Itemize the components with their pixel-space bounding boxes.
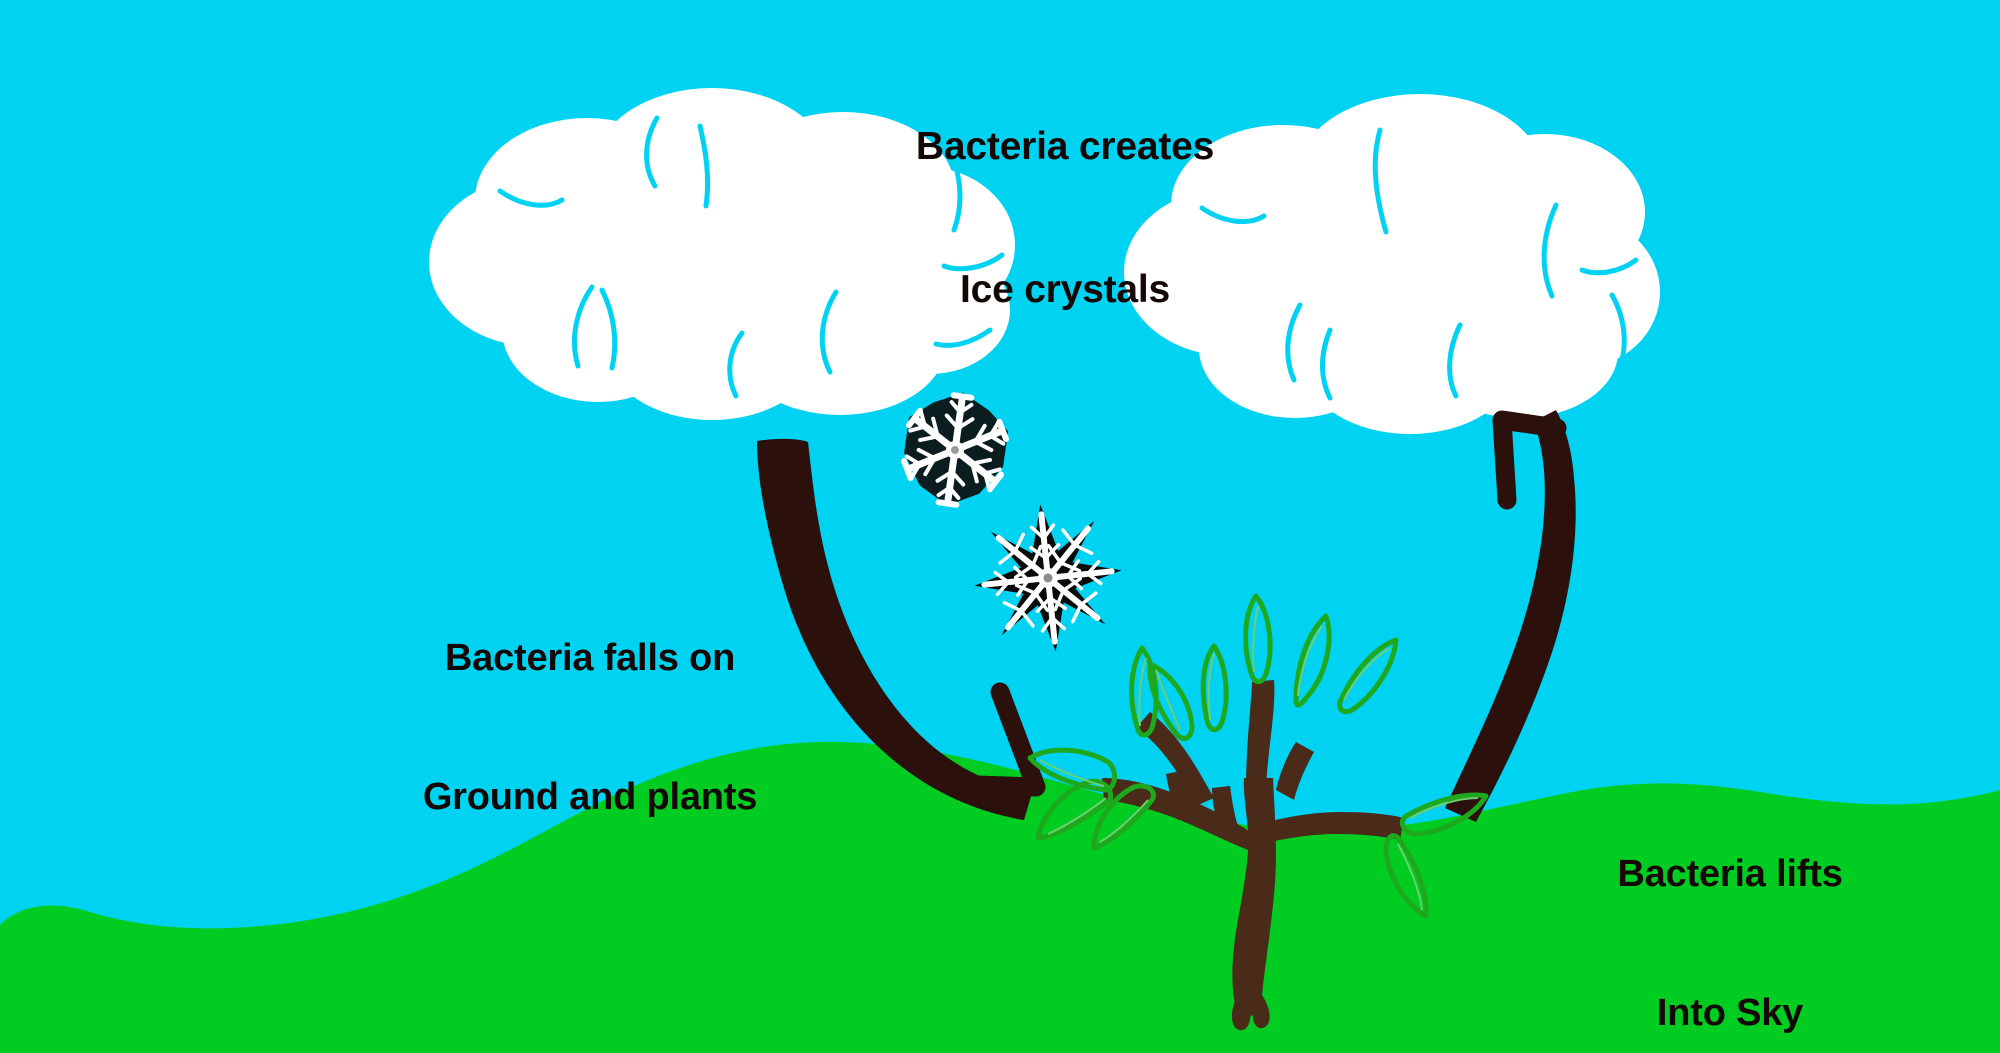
label-bacteria-creates-ice-crystals: Bacteria creates Ice crystals	[835, 28, 1295, 409]
arrow-bacteria-falls	[757, 438, 1046, 820]
sapling-icon	[1027, 593, 1489, 1031]
label-line-2: Ice crystals	[959, 267, 1171, 311]
snowflake-hex-icon	[900, 392, 1010, 508]
label-line-1: Bacteria creates	[915, 125, 1215, 169]
arrow-bacteria-lifts	[1445, 410, 1576, 822]
label-line-2: Ground and plants	[422, 775, 758, 818]
label-line-1: Bacteria falls on	[444, 636, 736, 679]
ground-hill	[0, 741, 2000, 1053]
label-line-1: Bacteria lifts	[1617, 852, 1843, 895]
label-bacteria-lifts-into-sky: Bacteria lifts Into Sky	[1540, 758, 1920, 1053]
cloud-left	[429, 88, 1015, 420]
label-bacteria-falls-on-ground-and-plants: Bacteria falls on Ground and plants	[350, 542, 830, 913]
cloud-right	[1124, 94, 1660, 434]
label-line-2: Into Sky	[1656, 991, 1804, 1034]
snowflake-star-icon	[974, 504, 1122, 652]
